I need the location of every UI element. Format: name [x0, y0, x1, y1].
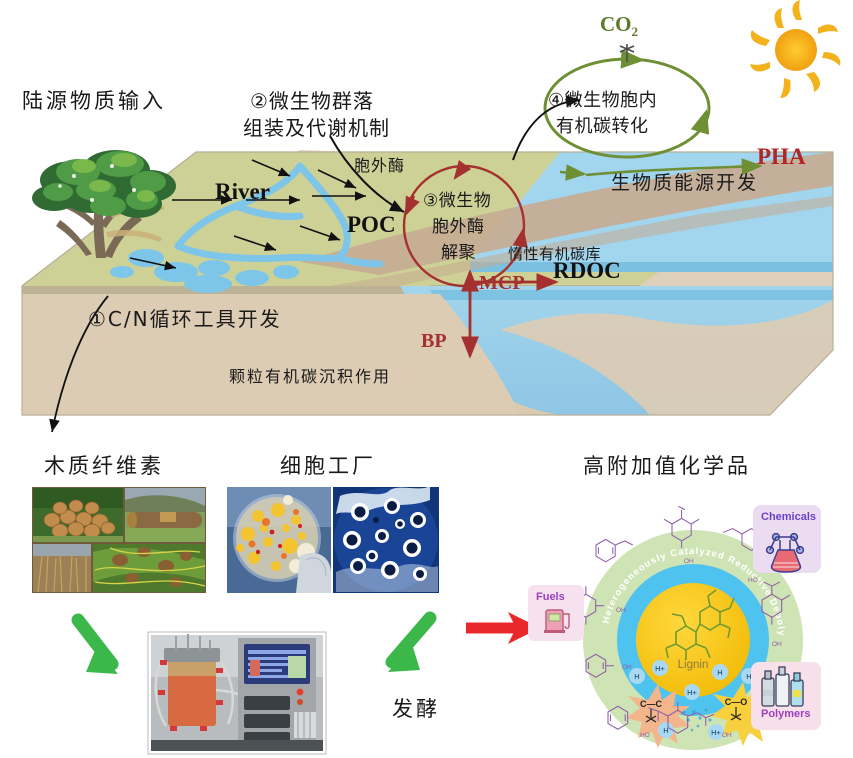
label-2-line1: ②微生物群落 — [250, 89, 374, 113]
chemicals-box[interactable] — [753, 505, 821, 573]
flow-arrows — [129, 159, 366, 271]
polymers-box[interactable] — [751, 662, 821, 730]
label-4-line1: ④微生物胞内 — [548, 90, 658, 111]
land-to-lignocellulose-arrow — [49, 295, 109, 433]
label-3-line3: 解聚 — [441, 243, 476, 263]
svg-text:H: H — [663, 726, 668, 735]
bp-label: BP — [421, 330, 447, 352]
lignocellulose-label: 木质纤维素 — [44, 454, 164, 478]
fallen-log-photo — [125, 488, 205, 542]
svg-text:H: H — [634, 672, 639, 681]
co2-subscript: 2 — [631, 24, 639, 40]
cell-factory-collage — [227, 486, 439, 593]
poc-sedimentation-label: 颗粒有机碳沉积作用 — [229, 367, 392, 386]
cell-factory-label: 细胞工厂 — [280, 454, 376, 478]
polymers-label: Polymers — [761, 708, 811, 720]
mcp-label: MCP — [479, 272, 525, 294]
sediment-plume — [300, 152, 833, 286]
lignin-molecule-sketch — [665, 589, 735, 660]
river-network — [174, 162, 384, 268]
fuels-box[interactable] — [528, 585, 584, 641]
svg-text:OH: OH — [722, 732, 732, 739]
svg-text:H: H — [717, 668, 722, 677]
pha-arrow — [559, 158, 763, 181]
label-3-line2: 胞外酶 — [432, 217, 485, 237]
poc-label: POC — [347, 212, 396, 237]
svg-text:OH: OH — [622, 664, 632, 671]
svg-text:H+: H+ — [687, 688, 697, 697]
cc-bond-label: C—C — [640, 699, 662, 709]
mangrove-tree-icon — [32, 150, 176, 258]
svg-text:H+: H+ — [711, 728, 721, 737]
rdoc-label: RDOC — [553, 258, 621, 283]
chemicals-label: Chemicals — [761, 511, 817, 523]
svg-text:H+: H+ — [655, 664, 665, 673]
green-leaf-fungi-photo — [93, 544, 206, 592]
biomass-energy-label: 生物质能源开发 — [611, 172, 759, 194]
recalcitrant-pool-label: 惰性有机碳库 — [508, 245, 602, 263]
label-4-line2: 有机碳转化 — [556, 116, 649, 137]
co-bond-label: C—O — [725, 697, 748, 707]
proton-bubbles: H H+ H+ H H H H+ — [629, 660, 757, 740]
fuels-label: Fuels — [536, 591, 565, 603]
co2-text: CO — [600, 12, 632, 36]
svg-text:H: H — [746, 672, 751, 681]
co2-label: CO2 — [600, 12, 638, 40]
plastic-bottles-icon — [761, 666, 804, 707]
label-2-line2: 组装及代谢机制 — [243, 116, 390, 140]
blue-microbial-plate-photo — [333, 486, 439, 593]
svg-text:OH: OH — [772, 641, 782, 648]
extracellular-enzyme-label: 胞外酶 — [354, 156, 406, 175]
sun-icon — [750, 0, 841, 98]
label-3-line1: ③微生物 — [423, 191, 492, 211]
block-outline — [21, 151, 834, 416]
lignin-center-label: Lignin — [678, 659, 709, 671]
dry-straw-photo — [33, 544, 91, 593]
sediment-body — [22, 294, 833, 415]
svg-text:OH: OH — [616, 607, 626, 614]
high-value-chemicals-label: 高附加值化学品 — [583, 454, 751, 478]
enzyme-arrow — [329, 135, 405, 213]
pha-label: PHA — [757, 144, 806, 169]
log-pile-photo — [33, 488, 123, 542]
green-arrow-right — [385, 611, 437, 672]
petri-dish-colonies-photo — [227, 487, 331, 593]
green-arrow-left — [71, 613, 119, 674]
red-arrow-to-products — [466, 612, 540, 644]
co2-blocked-arrow — [619, 44, 635, 62]
terrestrial-input-label: 陆源物质输入 — [22, 89, 166, 113]
lignocellulose-collage — [32, 487, 206, 593]
label-1: ①C/N循环工具开发 — [88, 307, 282, 331]
river-label: River — [215, 179, 270, 204]
svg-text:HO: HO — [640, 732, 650, 739]
fuel-pump-icon — [544, 609, 570, 633]
flask-molecule-icon — [765, 532, 805, 573]
assembly-to-cycle4-arrow — [512, 95, 581, 161]
bioreactor-photo — [147, 631, 327, 755]
svg-text:OH: OH — [684, 558, 694, 565]
fermentation-label: 发酵 — [392, 697, 440, 721]
svg-text:HO: HO — [748, 577, 758, 584]
